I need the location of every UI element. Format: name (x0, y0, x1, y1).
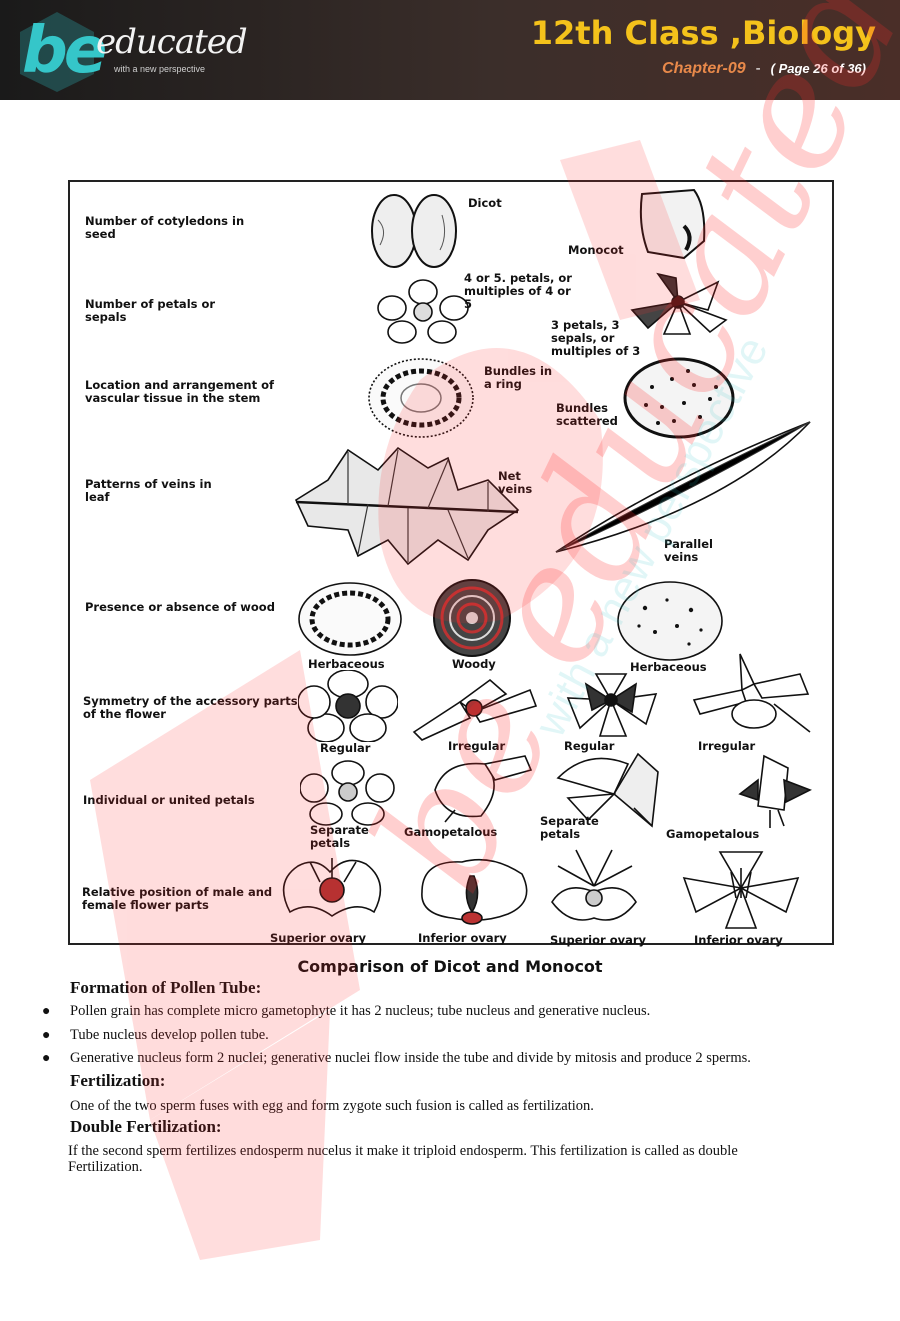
label-bundles-scattered: Bundles scattered (556, 401, 618, 428)
fertilization-text: One of the two sperm fuses with egg and … (70, 1098, 594, 1114)
label-dicot-petals: 4 or 5. petals, or multiples of 4 or 5 (464, 271, 572, 311)
superior-ovary-monocot-flower (551, 849, 637, 921)
label-inferior-ovary-monocot: Inferior ovary (694, 933, 783, 947)
label-dicot: Dicot (468, 196, 502, 210)
row-label-wood: Presence or absence of wood (85, 600, 275, 614)
irregular-dicot-flower (412, 678, 538, 741)
chapter-label: Chapter-09 (662, 60, 746, 77)
parallel-veined-leaf-illustration (555, 421, 811, 553)
chapter-line: Chapter-09-( Page 26 of 36) (662, 60, 866, 78)
label-inferior-ovary-dicot: Inferior ovary (418, 931, 507, 945)
heading-double-fertilization: Double Fertilization: (70, 1117, 222, 1136)
logo-be: be (22, 14, 107, 88)
label-monocot: Monocot (568, 243, 624, 257)
header-bar: be educated with a new perspective 12th … (0, 0, 900, 100)
dicot-seed-illustration (371, 194, 457, 268)
dicot-stem-bundles-ring (368, 358, 474, 438)
page-indicator: ( Page 26 of 36) (770, 61, 866, 76)
superior-ovary-dicot-flower (282, 858, 382, 917)
bullet-text-3: Generative nucleus form 2 nuclei; genera… (70, 1050, 751, 1066)
label-separate-petals-monocot: Separate petals (540, 814, 599, 841)
label-irregular-monocot: Irregular (698, 739, 756, 753)
row-label-petals: Number of petals or sepals (85, 297, 216, 324)
regular-monocot-flower (566, 673, 658, 737)
bullet-text-1: Pollen grain has complete micro gametoph… (70, 1003, 651, 1019)
label-herbaceous-monocot: Herbaceous (630, 660, 707, 674)
bullet-dot-3: ● (42, 1051, 51, 1066)
herbaceous-dicot-stem-section (298, 582, 402, 656)
inferior-ovary-monocot-flower (682, 851, 800, 929)
separate-petals-monocot-flower (556, 752, 659, 828)
label-herbaceous-dicot: Herbaceous (308, 657, 385, 671)
logo-hexagon-icon (20, 12, 94, 92)
label-monocot-petals: 3 petals, 3 sepals, or multiples of 3 (551, 318, 641, 358)
bullet-dot-2: ● (42, 1028, 51, 1043)
bullet-text-2: Tube nucleus develop pollen tube. (70, 1027, 269, 1043)
monocot-seed-illustration (639, 188, 706, 260)
label-regular-dicot: Regular (320, 741, 371, 755)
figure-caption: Comparison of Dicot and Monocot (297, 957, 603, 976)
chapter-dash: - (755, 60, 761, 77)
row-label-cotyledons: Number of cotyledons in seed (85, 214, 245, 241)
label-gamopetalous-monocot: Gamopetalous (666, 827, 760, 841)
label-irregular-dicot: Irregular (448, 739, 506, 753)
irregular-monocot-flower (692, 653, 811, 733)
row-label-symmetry: Symmetry of the accessory parts of the f… (83, 694, 298, 721)
net-veined-leaf-illustration (294, 446, 520, 566)
label-bundles-ring: Bundles in a ring (484, 364, 553, 391)
label-regular-monocot: Regular (564, 739, 615, 753)
gamopetalous-monocot-flower (738, 754, 812, 828)
regular-dicot-flower (298, 670, 398, 742)
page-title: 12th Class ,Biology (530, 14, 876, 52)
label-net-veins: Net veins (498, 469, 533, 496)
dicot-flower-five-petals (377, 279, 469, 344)
logo-tagline: with a new perspective (114, 64, 206, 74)
monocot-stem-bundles-scattered (623, 357, 735, 439)
label-superior-ovary-dicot: Superior ovary (270, 931, 367, 945)
label-separate-petals-dicot: Separate petals (310, 823, 369, 850)
comparison-figure: Number of cotyledons in seed Number of p… (68, 180, 834, 947)
label-superior-ovary-monocot: Superior ovary (550, 933, 647, 947)
double-fertilization-text-1: If the second sperm fertilizes endosperm… (68, 1143, 738, 1159)
woody-stem-section (433, 579, 511, 657)
bullet-dot-1: ● (42, 1004, 51, 1019)
row-label-vascular: Location and arrangement of vascular tis… (85, 378, 274, 405)
separate-petals-dicot-flower (300, 760, 395, 826)
inferior-ovary-dicot-flower (421, 858, 528, 925)
row-label-petals-united: Individual or united petals (83, 793, 255, 807)
gamopetalous-dicot-flower (434, 755, 533, 823)
heading-fertilization: Fertilization: (70, 1071, 166, 1090)
herbaceous-monocot-stem-section (617, 581, 723, 661)
logo-educated: educated (96, 22, 248, 62)
label-woody: Woody (452, 657, 496, 671)
label-parallel-veins: Parallel veins (664, 537, 713, 564)
monocot-flower-three-petals (630, 272, 728, 335)
row-label-ovary: Relative position of male and female flo… (82, 885, 273, 912)
heading-pollen-tube: Formation of Pollen Tube: (70, 978, 262, 997)
row-label-veins: Patterns of veins in leaf (85, 477, 212, 504)
beeducated-logo[interactable]: be educated with a new perspective (12, 8, 248, 94)
label-gamopetalous-dicot: Gamopetalous (404, 825, 498, 839)
double-fertilization-text-2: Fertilization. (68, 1159, 143, 1175)
